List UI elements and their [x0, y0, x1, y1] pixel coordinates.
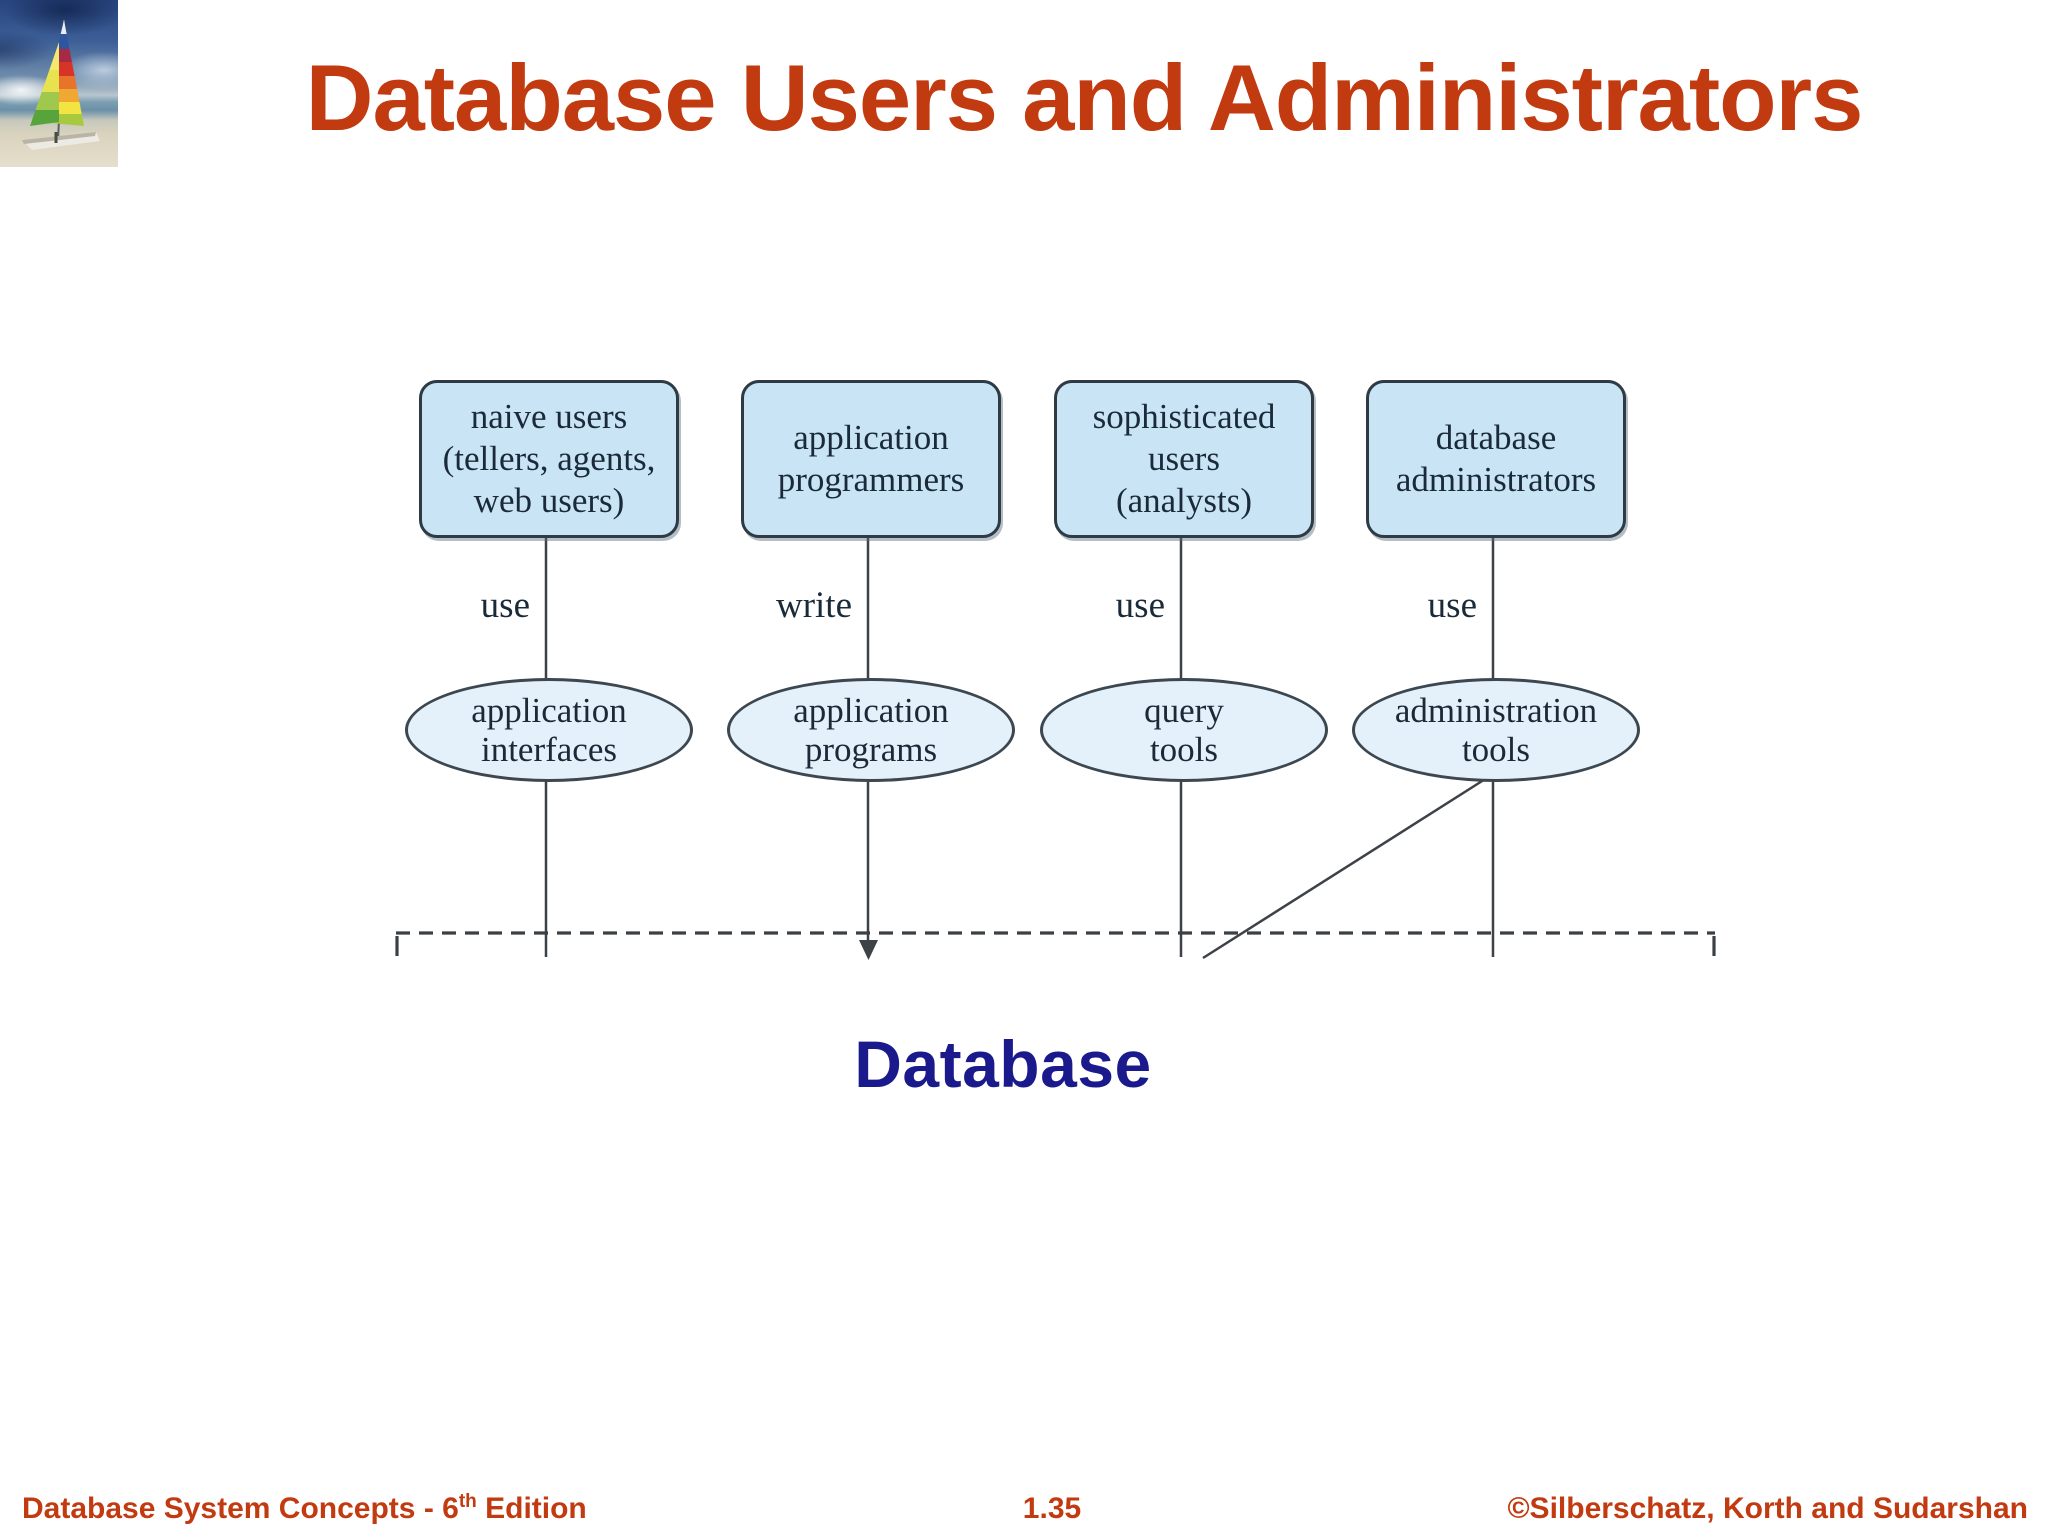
verb-label-write: write — [775, 585, 852, 626]
verb-label-use-2: use — [1115, 585, 1165, 626]
footer-edition-superscript: th — [458, 1491, 477, 1512]
tool-ellipse-query-tools: query tools — [1040, 678, 1328, 782]
actor-box-label: naive users (tellers, agents, web users) — [442, 397, 656, 520]
footer-page-number: 1.35 — [1022, 1492, 1082, 1525]
tool-ellipse-application-interfaces: application interfaces — [405, 678, 693, 782]
tool-ellipse-application-programs: application programs — [727, 678, 1015, 782]
page-title: Database Users and Administrators — [305, 45, 1864, 150]
actor-box-application-programmers: application programmers — [741, 380, 1001, 538]
sailboat-beach-logo — [0, 0, 118, 167]
tool-ellipse-label: application programs — [793, 690, 949, 769]
actor-box-label: database administrators — [1395, 418, 1597, 499]
actor-box-label: sophisticated users (analysts) — [1092, 397, 1276, 520]
database-label: Database — [854, 1027, 1152, 1101]
sailboat-illustration — [22, 19, 100, 150]
actor-box-label: application programmers — [777, 418, 965, 499]
tool-ellipse-label: application interfaces — [471, 690, 627, 769]
footer-book-title: Database System Concepts - 6th Edition — [22, 1491, 587, 1526]
verb-label-use-3: use — [1427, 585, 1477, 626]
verb-label-use-1: use — [480, 585, 530, 626]
actor-box-naive-users: naive users (tellers, agents, web users) — [419, 380, 679, 538]
footer-copyright: ©Silberschatz, Korth and Sudarshan — [1507, 1492, 2028, 1525]
footer-edition-text: Edition — [476, 1492, 587, 1525]
tool-ellipse-administration-tools: administration tools — [1352, 678, 1640, 782]
actor-box-sophisticated-users: sophisticated users (analysts) — [1054, 380, 1314, 538]
tool-ellipse-label: query tools — [1144, 690, 1224, 769]
actor-box-database-administrators: database administrators — [1366, 380, 1626, 538]
connector-admin-tools-diagonal — [1202, 774, 1491, 960]
footer-book-title-text: Database System Concepts - 6 — [22, 1492, 459, 1525]
tool-ellipse-label: administration tools — [1394, 690, 1598, 769]
arrowhead-into-database — [859, 940, 878, 960]
